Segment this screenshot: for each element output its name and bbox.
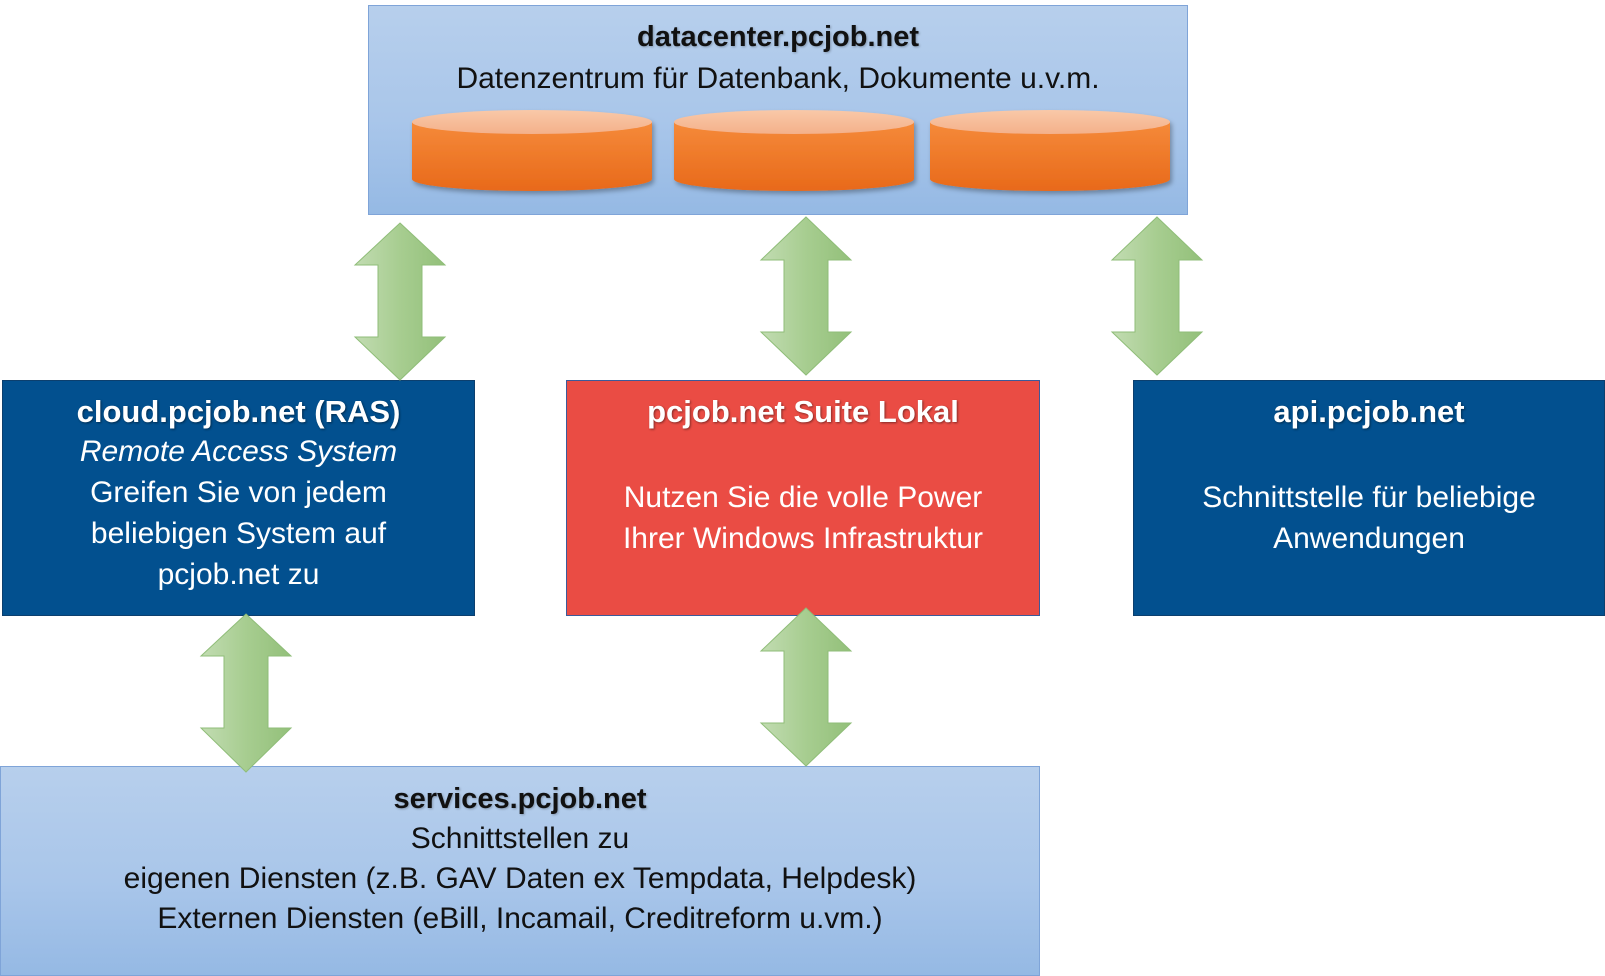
services-line-1: Schnittstellen zu (410, 822, 630, 855)
cloud-title: cloud.pcjob.net (RAS) (76, 394, 401, 429)
double-arrow-icon (1110, 216, 1204, 376)
database-disk-icon (412, 110, 652, 191)
suite-line-2: Ihrer Windows Infrastruktur (622, 522, 984, 555)
api-box: api.pcjob.net Schnittstelle für beliebig… (1133, 380, 1605, 616)
double-arrow-icon (759, 607, 853, 767)
datacenter-title: datacenter.pcjob.net (636, 21, 919, 53)
cloud-subtitle: Remote Access System (79, 435, 398, 468)
datacenter-subtitle: Datenzentrum für Datenbank, Dokumente u.… (456, 62, 1100, 95)
api-line-1: Schnittstelle für beliebige (1202, 481, 1536, 514)
services-line-2: eigenen Diensten (z.B. GAV Daten ex Temp… (123, 862, 917, 895)
cloud-line-1: Greifen Sie von jedem (90, 476, 387, 509)
api-title: api.pcjob.net (1273, 394, 1465, 429)
suite-title: pcjob.net Suite Lokal (647, 394, 959, 429)
double-arrow-icon (353, 222, 447, 381)
cloud-line-2: beliebigen System auf (90, 517, 387, 550)
double-arrow-icon (199, 613, 293, 773)
api-line-2: Anwendungen (1273, 522, 1465, 555)
services-line-3: Externen Diensten (eBill, Incamail, Cred… (157, 902, 883, 935)
cloud-line-3: pcjob.net zu (157, 558, 320, 591)
services-title: services.pcjob.net (393, 783, 647, 815)
cloud-box: cloud.pcjob.net (RAS) Remote Access Syst… (2, 380, 475, 616)
double-arrow-icon (759, 216, 853, 376)
suite-line-1: Nutzen Sie die volle Power (623, 481, 983, 514)
database-disk-icon (930, 110, 1170, 191)
database-disk-icon (674, 110, 914, 191)
suite-box: pcjob.net Suite Lokal Nutzen Sie die vol… (566, 380, 1040, 616)
